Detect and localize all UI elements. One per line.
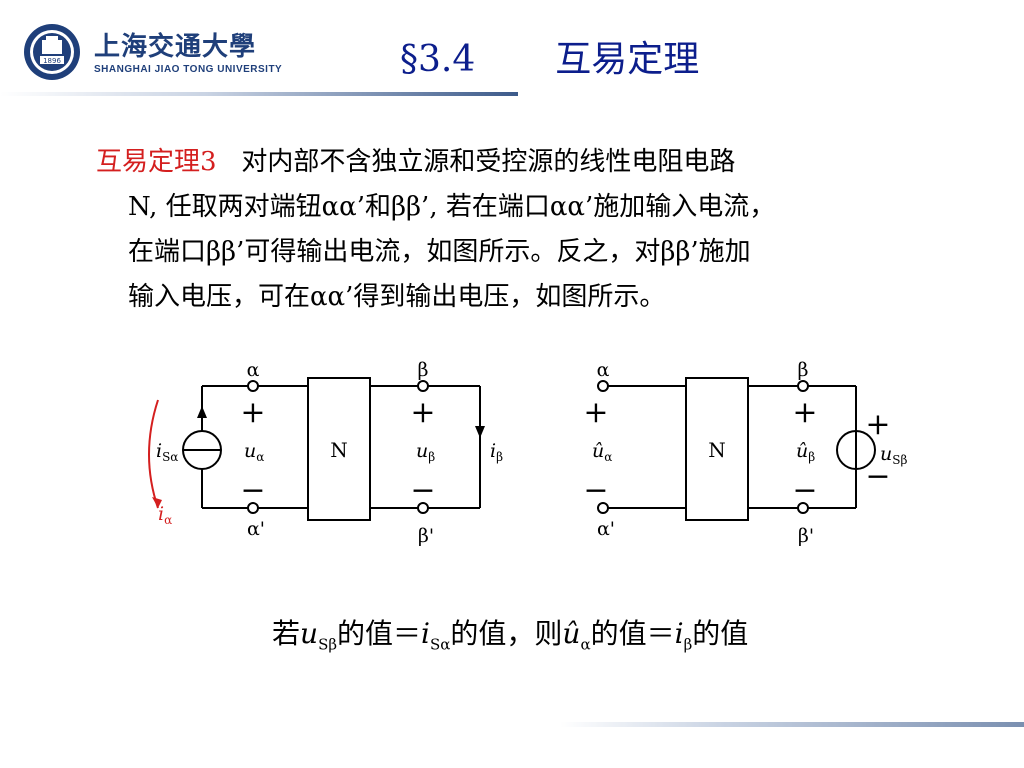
left-terminal-alpha: α — [247, 360, 260, 381]
theorem-line-1: 互易定理3 对内部不含独立源和受控源的线性电阻电路 — [96, 140, 956, 185]
left-minus-alpha: − — [240, 473, 265, 508]
formula-var-u-s-beta: u — [300, 617, 319, 650]
right-source-label: uSβ — [880, 443, 907, 467]
university-logo: 1896 上海交通大學 SHANGHAI JIAO TONG UNIVERSIT… — [22, 22, 282, 84]
theorem-statement: 互易定理3 对内部不含独立源和受控源的线性电阻电路 N, 任取两对端钮αα’和β… — [96, 140, 956, 320]
left-network-label: N — [330, 438, 348, 462]
right-terminal-alpha: α — [597, 360, 610, 381]
footer-divider — [560, 722, 1024, 727]
logo-chinese-name: 上海交通大學 — [94, 32, 257, 62]
right-plus-beta: + — [792, 395, 817, 430]
right-terminal-alpha-prime: α' — [597, 518, 615, 540]
right-u-alpha-label: ûα — [592, 440, 612, 464]
formula-part-2: 的值＝ — [337, 617, 422, 650]
reciprocity-formula: 若uSβ的值＝iSα的值，则ûα的值＝iβ的值 — [272, 612, 748, 654]
formula-sub-2: Sα — [430, 635, 451, 654]
formula-var-i-s-alpha: i — [421, 617, 430, 650]
university-seal-icon: 1896 — [24, 24, 80, 80]
theorem-lead: 互易定理3 — [96, 147, 217, 177]
left-i-beta-label: iβ — [490, 440, 503, 464]
theorem-line-2: N, 任取两对端钮αα’和ββ’, 若在端口αα’施加输入电流， — [128, 192, 776, 222]
right-source-minus: − — [865, 459, 890, 494]
left-u-beta-label: uβ — [416, 440, 435, 464]
left-source-label: iSα — [156, 440, 178, 464]
left-terminal-beta: β — [418, 360, 429, 381]
formula-sub-4: β — [683, 635, 693, 654]
section-title: 互易定理 — [555, 39, 700, 80]
right-source-plus: + — [865, 407, 890, 442]
left-terminal-beta-prime: β' — [418, 525, 434, 547]
formula-part-3: 的值，则 — [450, 617, 563, 650]
right-plus-alpha: + — [583, 395, 608, 430]
left-minus-beta: − — [410, 473, 435, 508]
left-u-alpha-label: uα — [244, 440, 264, 464]
right-circuit — [597, 377, 876, 521]
formula-var-i-beta: i — [674, 617, 684, 650]
formula-sub-3: α — [580, 635, 591, 654]
right-terminal-beta: β — [798, 360, 809, 381]
right-terminal-beta-prime: β' — [798, 525, 814, 547]
right-network-box — [685, 377, 749, 521]
section-number: §3.4 — [400, 39, 476, 80]
right-network-label: N — [708, 438, 726, 462]
formula-part-1: 若 — [272, 617, 301, 650]
right-minus-alpha: − — [583, 473, 608, 508]
left-network-box — [307, 377, 371, 521]
left-plus-beta: + — [410, 395, 435, 430]
formula-part-5: 的值 — [692, 617, 749, 650]
title-divider — [0, 92, 518, 96]
theorem-line-1-text: 对内部不含独立源和受控源的线性电阻电路 — [241, 147, 736, 177]
input-current-arrow-icon — [148, 399, 159, 509]
formula-sub-1: Sβ — [318, 635, 338, 654]
output-current-arrow-icon — [475, 426, 485, 438]
theorem-line-4: 输入电压，可在αα’得到输出电压，如图所示。 — [128, 282, 666, 312]
svg-text:1896: 1896 — [43, 57, 61, 65]
left-circuit — [182, 377, 481, 521]
logo-english-name: SHANGHAI JIAO TONG UNIVERSITY — [94, 64, 283, 75]
theorem-line-3: 在端口ββ’可得输出电流，如图所示。反之，对ββ’施加 — [128, 237, 751, 267]
right-minus-beta: − — [792, 473, 817, 508]
left-terminal-alpha-prime: α' — [247, 518, 265, 540]
formula-part-4: 的值＝ — [590, 617, 675, 650]
formula-var-u-hat-alpha: û — [562, 617, 581, 650]
circuit-diagrams: α β α' β' N + + − − iSα uα uβ iβ iα α β — [148, 360, 907, 547]
source-arrow-icon — [197, 406, 207, 418]
right-u-beta-label: ûβ — [796, 440, 815, 464]
page-title: §3.4 互易定理 — [400, 30, 699, 82]
left-plus-alpha: + — [240, 395, 265, 430]
left-i-alpha-label: iα — [158, 503, 172, 527]
